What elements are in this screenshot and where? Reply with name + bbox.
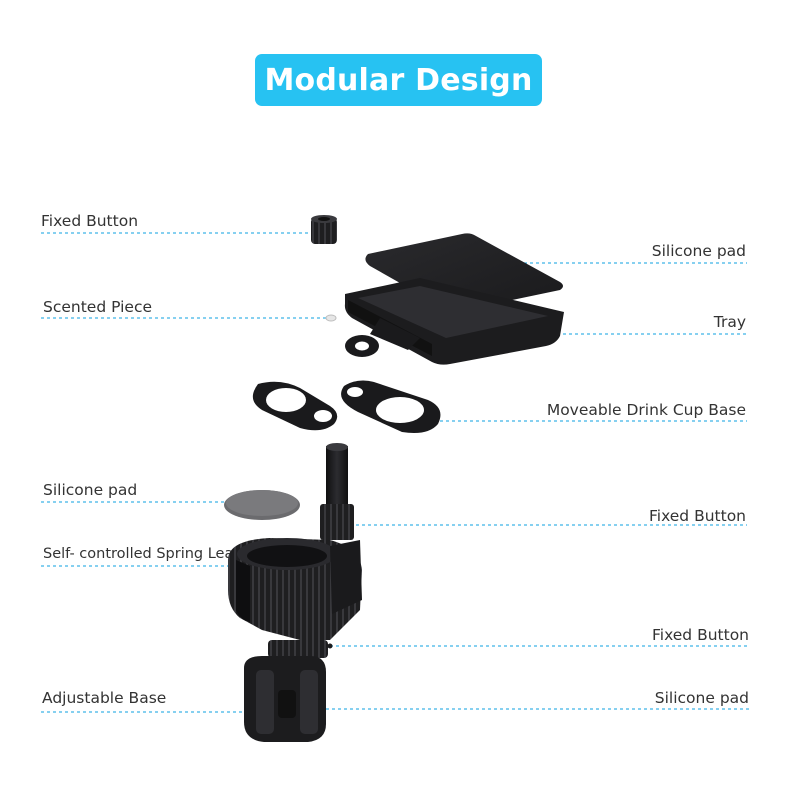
adjustable-base [244, 640, 328, 742]
tray [344, 278, 564, 365]
title-banner: Modular Design [255, 54, 542, 106]
scented-piece [325, 314, 337, 322]
center-post [320, 443, 354, 540]
label-adjustable-base: Adjustable Base [42, 689, 167, 707]
label-drink-cup-base: Moveable Drink Cup Base [546, 401, 746, 419]
label-silicone-pad-left: Silicone pad [43, 481, 138, 499]
label-tray: Tray [713, 313, 746, 331]
cup-holder-body [228, 538, 362, 640]
label-spring-leaf: Self- controlled Spring Leaf [43, 546, 239, 562]
label-fixed-button-mid: Fixed Button [648, 507, 746, 525]
silicone-pad-top [365, 233, 563, 312]
leader-dot [327, 643, 333, 649]
silicone-pad-round [224, 490, 300, 520]
drink-cup-base-left [252, 381, 338, 431]
label-silicone-pad-top: Silicone pad [651, 242, 746, 260]
label-fixed-button-low: Fixed Button [651, 626, 749, 644]
page-title: Modular Design [264, 62, 533, 98]
fixed-button-knob [311, 215, 337, 244]
label-fixed-button-top: Fixed Button [41, 212, 139, 230]
drink-cup-base-right [341, 380, 441, 433]
label-scented-piece: Scented Piece [43, 298, 153, 316]
label-silicone-pad-bottom: Silicone pad [654, 689, 749, 707]
